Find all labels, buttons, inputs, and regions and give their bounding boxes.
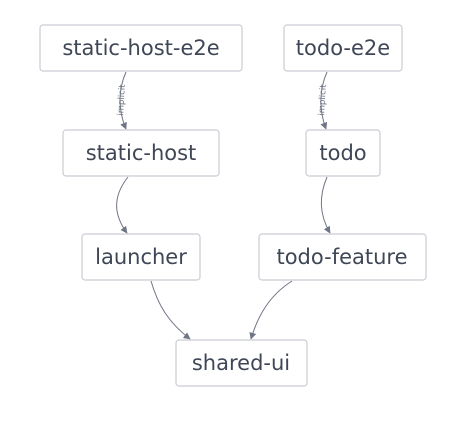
node-box — [62, 129, 220, 177]
edge-line — [116, 176, 129, 234]
edge-line — [119, 71, 127, 130]
node-label: static-host — [86, 141, 197, 165]
edge-todo-to-todo-feature[interactable] — [320, 176, 331, 234]
node-box — [258, 233, 427, 281]
edge-line — [320, 176, 331, 234]
node-label: launcher — [95, 245, 187, 269]
node-box — [81, 233, 201, 281]
node-todo[interactable]: todo — [305, 129, 381, 177]
edge-line — [150, 280, 191, 340]
edges: implicit implicit — [116, 71, 331, 340]
edge-label: implicit — [116, 84, 128, 116]
edge-launcher-to-shared-ui[interactable] — [150, 280, 191, 340]
node-label: todo — [319, 141, 366, 165]
node-box — [175, 339, 308, 387]
edge-static-host-to-launcher[interactable] — [116, 176, 129, 234]
node-label: todo-feature — [276, 245, 407, 269]
node-static-host[interactable]: static-host — [62, 129, 220, 177]
node-static-host-e2e[interactable]: static-host-e2e — [39, 24, 243, 72]
edge-line — [249, 280, 293, 340]
node-box — [283, 24, 403, 72]
node-box — [39, 24, 243, 72]
edge-todo-e2e-to-todo[interactable]: implicit — [317, 71, 329, 130]
node-label: todo-e2e — [296, 36, 390, 60]
edge-static-host-e2e-to-static-host[interactable]: implicit — [116, 71, 128, 130]
edge-label: implicit — [317, 84, 329, 116]
node-todo-feature[interactable]: todo-feature — [258, 233, 427, 281]
nodes: static-host-e2e todo-e2e static-host tod… — [39, 24, 427, 387]
node-shared-ui[interactable]: shared-ui — [175, 339, 308, 387]
node-box — [305, 129, 381, 177]
node-label: static-host-e2e — [62, 36, 219, 60]
edge-line — [320, 71, 328, 130]
node-launcher[interactable]: launcher — [81, 233, 201, 281]
edge-todo-feature-to-shared-ui[interactable] — [249, 280, 293, 340]
node-todo-e2e[interactable]: todo-e2e — [283, 24, 403, 72]
node-label: shared-ui — [192, 351, 290, 375]
